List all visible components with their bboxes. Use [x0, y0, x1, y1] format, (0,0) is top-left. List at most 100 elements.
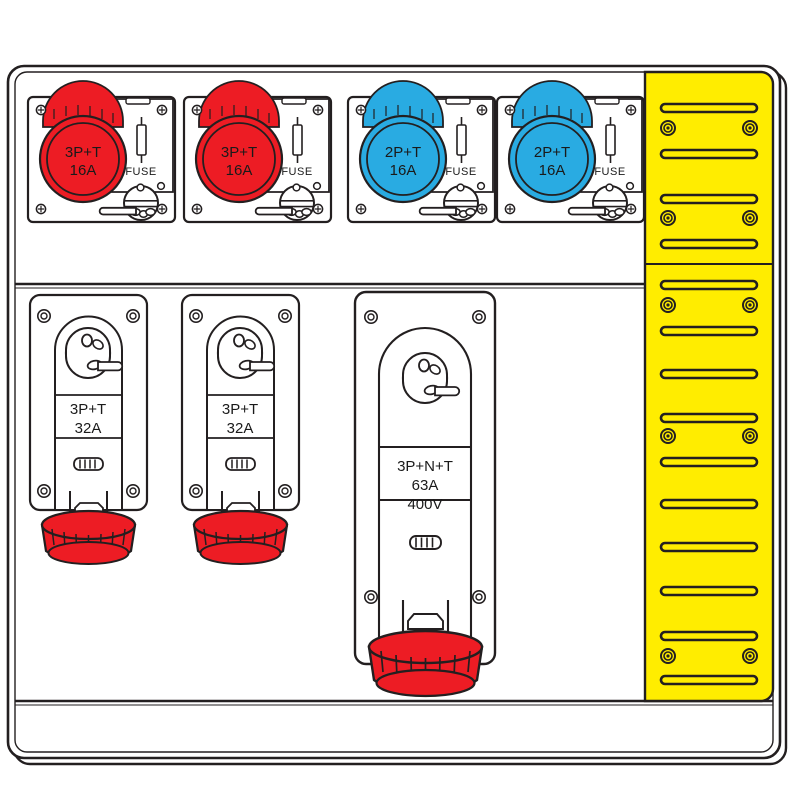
fuse-compartment-tab — [445, 97, 471, 105]
socket-outlet-blue[interactable] — [507, 80, 597, 204]
coupler-face[interactable] — [199, 541, 282, 565]
mounting-screw[interactable] — [363, 589, 379, 605]
socket-outlet-red[interactable] — [194, 80, 284, 204]
vent-slot — [659, 498, 759, 510]
yellow-panel-body — [643, 70, 775, 703]
mounting-screw[interactable] — [277, 483, 293, 499]
panel-screw[interactable] — [660, 297, 676, 313]
fuse-icon — [136, 117, 147, 163]
vent-slot — [659, 630, 759, 642]
socket-rating-line1: 3P+T — [221, 144, 257, 161]
socket-outlet-red[interactable] — [38, 80, 128, 204]
socket-face[interactable] — [366, 122, 440, 196]
mounting-screw[interactable] — [476, 104, 488, 116]
socket-unit-1[interactable]: FUSE 3P+T 16A — [26, 80, 177, 224]
panel-screw[interactable] — [742, 648, 758, 664]
fuse-label: FUSE — [594, 166, 625, 178]
mounting-screw[interactable] — [36, 483, 52, 499]
mounting-screw[interactable] — [625, 104, 637, 116]
socket-unit-7[interactable]: 3P+N+T 63A 400V — [353, 290, 497, 698]
fuse-compartment-tab — [594, 97, 620, 105]
mounting-screw[interactable] — [471, 309, 487, 325]
vent-slot — [659, 674, 759, 686]
panel-screw[interactable] — [660, 648, 676, 664]
socket-lid[interactable] — [198, 80, 280, 128]
vent-slot — [659, 456, 759, 468]
panel-screw[interactable] — [660, 210, 676, 226]
connector-coupler-red[interactable] — [367, 629, 484, 698]
socket-unit-3[interactable]: FUSE 2P+T 16A — [346, 80, 497, 224]
mounting-screw[interactable] — [189, 483, 203, 499]
socket-rating-line2: 16A — [390, 162, 417, 179]
mounting-screw[interactable] — [476, 203, 488, 215]
vent-slot — [659, 368, 759, 380]
socket-unit-6[interactable]: 3P+T 32A — [180, 293, 301, 565]
mounting-screw[interactable] — [363, 309, 379, 325]
mounting-screw[interactable] — [191, 203, 203, 215]
coupler-top-rim — [192, 509, 289, 541]
fuse-icon — [605, 117, 616, 163]
coupler-face[interactable] — [47, 541, 130, 565]
mounting-screw[interactable] — [36, 308, 52, 324]
panel-screw[interactable] — [742, 120, 758, 136]
mounting-screw[interactable] — [35, 104, 47, 116]
vent-slot — [659, 412, 759, 424]
socket-rating-line2: 16A — [70, 162, 97, 179]
switch-indicator — [312, 181, 322, 191]
socket-lid[interactable] — [42, 80, 124, 128]
mounting-screw[interactable] — [156, 203, 168, 215]
vent-grille — [409, 535, 442, 550]
socket-lid-ribs — [53, 105, 114, 123]
mounting-screw[interactable] — [625, 203, 637, 215]
unit-rating-line1: 3P+N+T — [397, 458, 453, 475]
connector-coupler-red[interactable] — [192, 509, 289, 565]
socket-unit-4[interactable]: FUSE 2P+T 16A — [495, 80, 646, 224]
yellow-panel-slots — [659, 102, 759, 686]
mounting-screw[interactable] — [504, 104, 516, 116]
fuse-label: FUSE — [445, 166, 476, 178]
unit-rating-line1: 3P+T — [70, 401, 106, 418]
coupler-top-rim — [40, 509, 137, 541]
mounting-screw[interactable] — [312, 104, 324, 116]
mounting-screw[interactable] — [355, 104, 367, 116]
panel-screw[interactable] — [660, 120, 676, 136]
unit-rating-line2: 32A — [75, 420, 102, 437]
mounting-screw[interactable] — [312, 203, 324, 215]
unit-rating-line1: 3P+T — [222, 401, 258, 418]
vent-grille — [225, 457, 256, 471]
socket-face[interactable] — [515, 122, 589, 196]
mounting-screw[interactable] — [126, 483, 140, 499]
panel-screw[interactable] — [660, 428, 676, 444]
mounting-screw[interactable] — [277, 308, 293, 324]
socket-rating-line2: 16A — [226, 162, 253, 179]
socket-lid[interactable] — [511, 80, 593, 128]
connector-coupler-red[interactable] — [40, 509, 137, 565]
socket-unit-5[interactable]: 3P+T 32A — [28, 293, 149, 565]
vent-slot — [659, 541, 759, 553]
socket-rating-line1: 2P+T — [534, 144, 570, 161]
mounting-screw[interactable] — [156, 104, 168, 116]
unit-body — [377, 326, 473, 666]
mounting-screw[interactable] — [191, 104, 203, 116]
mounting-screw[interactable] — [504, 203, 516, 215]
socket-face[interactable] — [202, 122, 276, 196]
fuse-compartment-tab — [125, 97, 151, 105]
unit-rating-line2: 32A — [227, 420, 254, 437]
socket-face[interactable] — [46, 122, 120, 196]
yellow-ventilation-panel[interactable] — [643, 70, 775, 703]
mounting-screw[interactable] — [35, 203, 47, 215]
panel-screw[interactable] — [742, 210, 758, 226]
mounting-screw[interactable] — [126, 308, 140, 324]
switch-indicator — [625, 181, 635, 191]
mounting-screw[interactable] — [471, 589, 487, 605]
panel-screw[interactable] — [742, 428, 758, 444]
coupler-face[interactable] — [375, 668, 476, 698]
panel-screw[interactable] — [742, 297, 758, 313]
mounting-screw[interactable] — [189, 308, 203, 324]
mounting-screw[interactable] — [355, 203, 367, 215]
socket-lid[interactable] — [362, 80, 444, 128]
vent-slot — [659, 193, 759, 205]
socket-unit-2[interactable]: FUSE 3P+T 16A — [182, 80, 333, 224]
socket-outlet-blue[interactable] — [358, 80, 448, 204]
